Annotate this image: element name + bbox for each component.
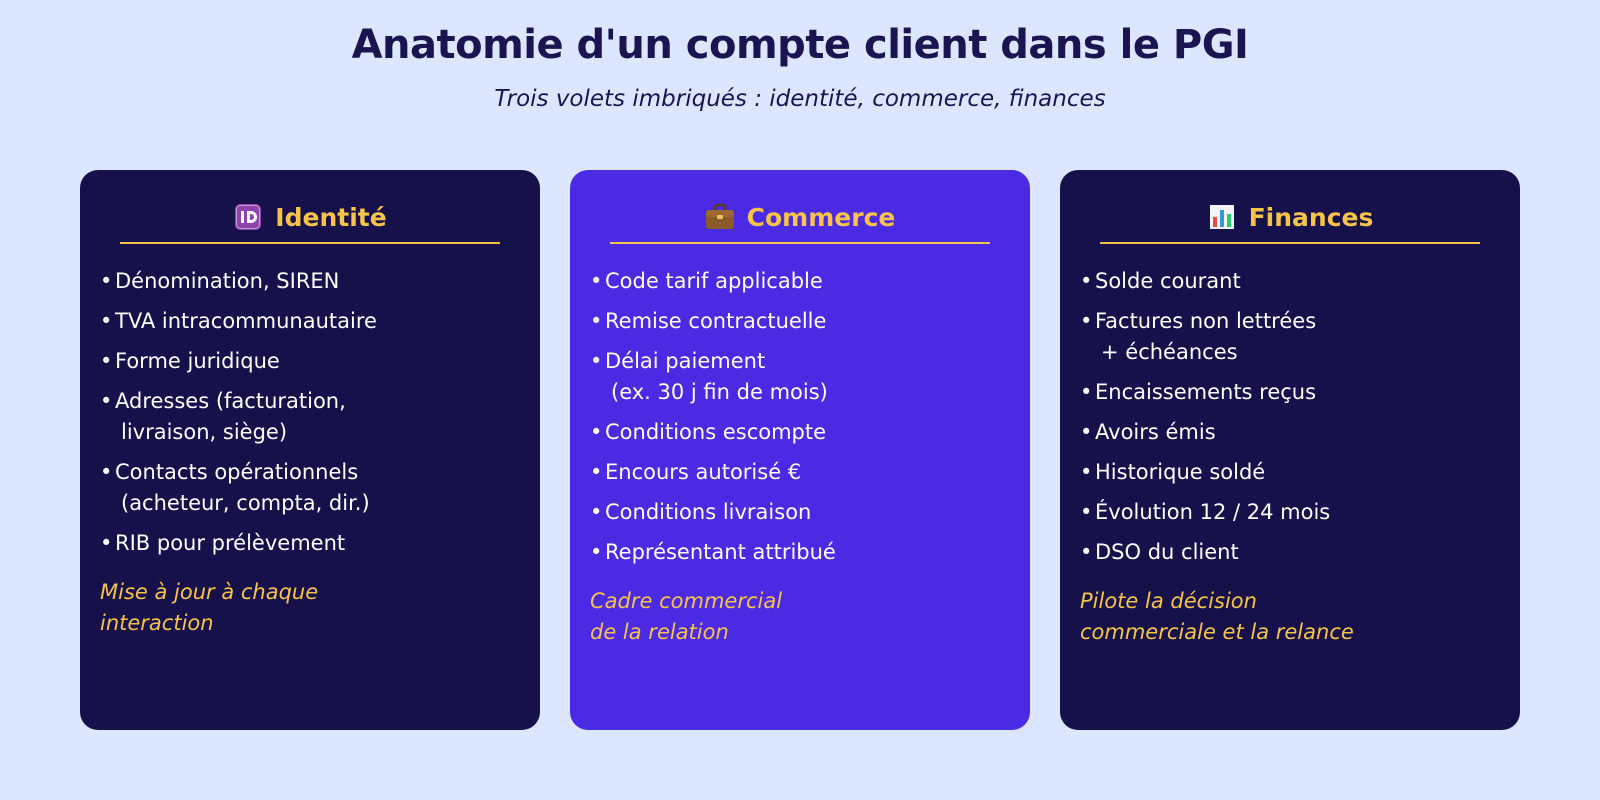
card-header: Commerce bbox=[610, 202, 990, 244]
list-item: Encours autorisé € bbox=[590, 457, 1010, 488]
id-badge-icon bbox=[233, 202, 263, 232]
list-item: Conditions escompte bbox=[590, 417, 1010, 448]
list-item: Adresses (facturation,livraison, siège) bbox=[100, 386, 520, 448]
card-identite: Identité Dénomination, SIREN TVA intraco… bbox=[80, 170, 540, 730]
list-item: Code tarif applicable bbox=[590, 266, 1010, 297]
card-title: Finances bbox=[1248, 202, 1374, 232]
card-item-list: Code tarif applicable Remise contractuel… bbox=[590, 266, 1010, 568]
card-finances: Finances Solde courant Factures non lett… bbox=[1060, 170, 1520, 730]
list-item: Solde courant bbox=[1080, 266, 1500, 297]
card-note: Cadre commercial de la relation bbox=[590, 589, 783, 644]
bar-chart-icon bbox=[1207, 202, 1237, 232]
list-item: Encaissements reçus bbox=[1080, 377, 1500, 408]
list-item: Conditions livraison bbox=[590, 497, 1010, 528]
list-item: RIB pour prélèvement bbox=[100, 528, 520, 559]
card-note: Pilote la décision commerciale et la rel… bbox=[1080, 589, 1354, 644]
list-item: Historique soldé bbox=[1080, 457, 1500, 488]
list-item: Évolution 12 / 24 mois bbox=[1080, 497, 1500, 528]
list-item: Délai paiement(ex. 30 j fin de mois) bbox=[590, 346, 1010, 408]
list-item: TVA intracommunautaire bbox=[100, 306, 520, 337]
card-note: Mise à jour à chaque interaction bbox=[100, 580, 319, 635]
card-commerce: Commerce Code tarif applicable Remise co… bbox=[570, 170, 1030, 730]
card-header: Identité bbox=[120, 202, 500, 244]
page-subtitle: Trois volets imbriqués : identité, comme… bbox=[494, 86, 1106, 112]
list-item: Remise contractuelle bbox=[590, 306, 1010, 337]
list-item: Représentant attribué bbox=[590, 537, 1010, 568]
cards-row: Identité Dénomination, SIREN TVA intraco… bbox=[80, 170, 1520, 730]
briefcase-icon bbox=[705, 202, 735, 232]
card-item-list: Solde courant Factures non lettrées+ éch… bbox=[1080, 266, 1500, 568]
card-item-list: Dénomination, SIREN TVA intracommunautai… bbox=[100, 266, 520, 559]
list-item: DSO du client bbox=[1080, 537, 1500, 568]
list-item: Contacts opérationnels(acheteur, compta,… bbox=[100, 457, 520, 519]
list-item: Forme juridique bbox=[100, 346, 520, 377]
list-item: Dénomination, SIREN bbox=[100, 266, 520, 297]
card-header: Finances bbox=[1100, 202, 1480, 244]
list-item: Avoirs émis bbox=[1080, 417, 1500, 448]
card-title: Commerce bbox=[746, 202, 896, 232]
card-title: Identité bbox=[275, 202, 387, 232]
page-title: Anatomie d'un compte client dans le PGI bbox=[351, 22, 1249, 68]
list-item: Factures non lettrées+ échéances bbox=[1080, 306, 1500, 368]
